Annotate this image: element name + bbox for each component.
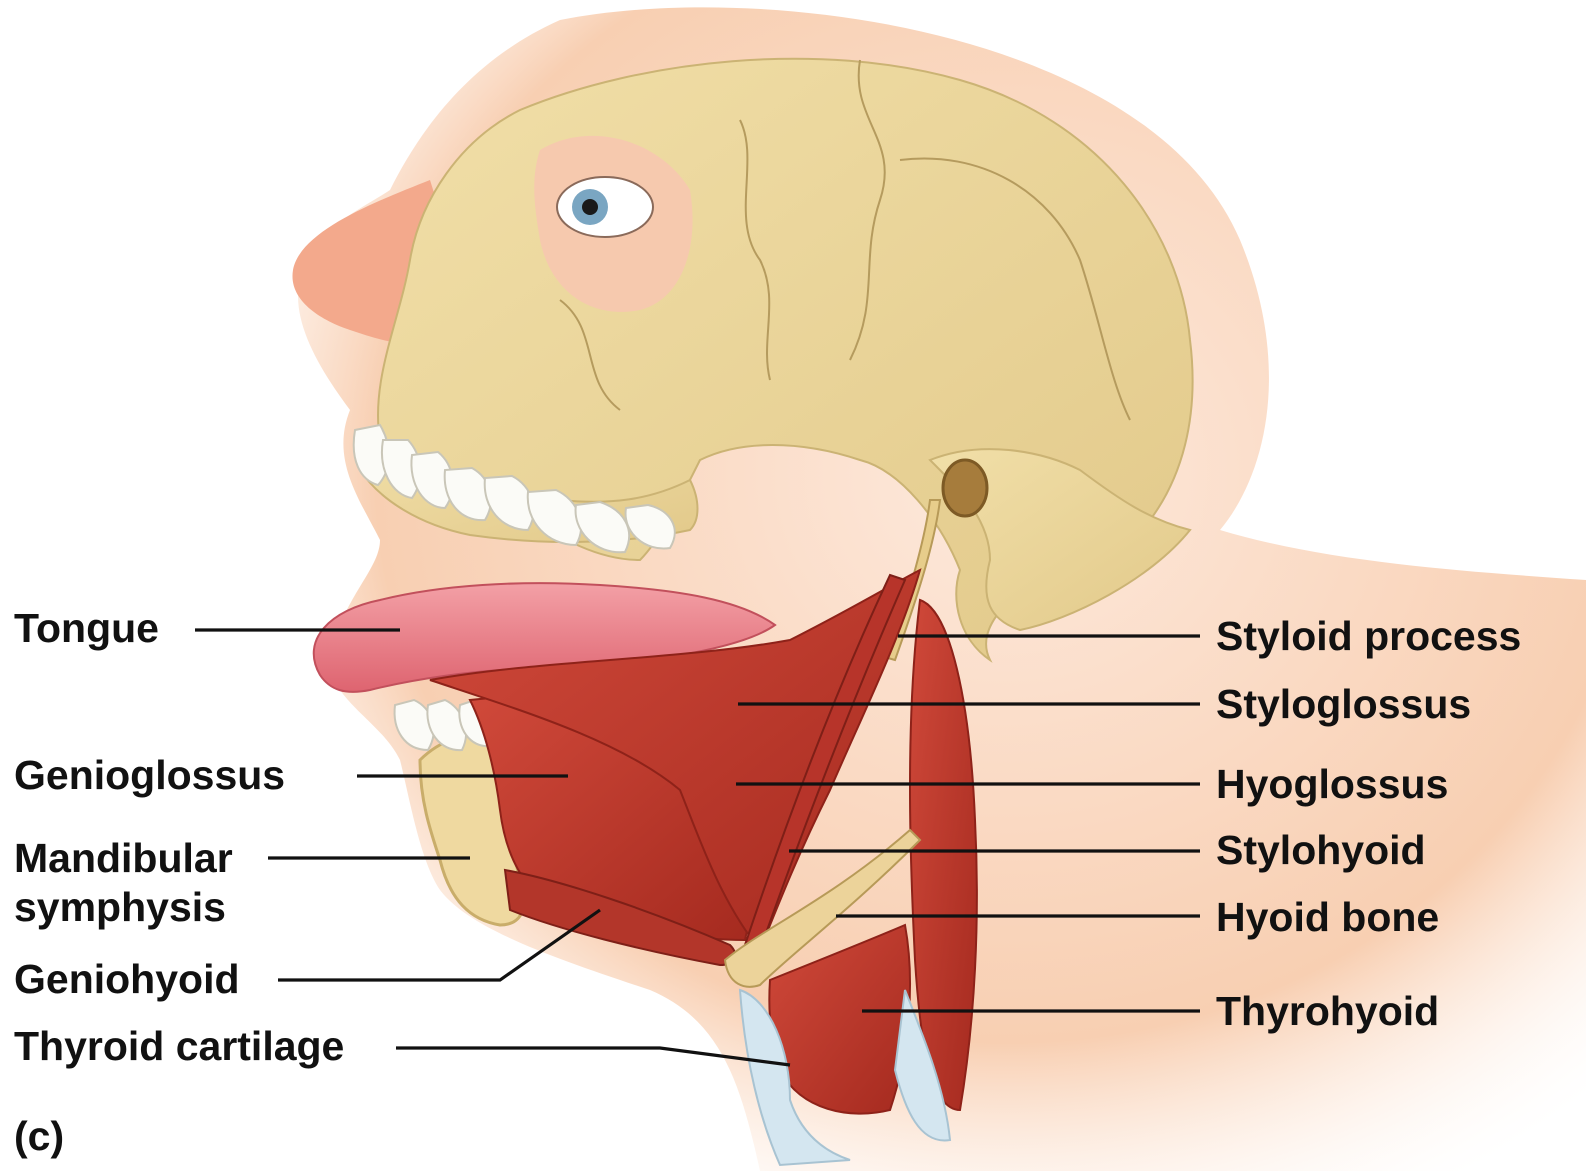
label-hyoid-bone: Hyoid bone — [1216, 893, 1439, 941]
panel-letter: (c) — [14, 1112, 64, 1160]
label-stylohyoid: Stylohyoid — [1216, 826, 1426, 874]
label-thyroid-cartilage: Thyroid cartilage — [14, 1022, 344, 1070]
label-geniohyoid: Geniohyoid — [14, 955, 240, 1003]
label-styloid-process: Styloid process — [1216, 612, 1521, 660]
external-acoustic-meatus — [943, 460, 987, 516]
label-mandibular-symphysis-line2: symphysis — [14, 883, 226, 931]
label-styloglossus: Styloglossus — [1216, 680, 1471, 728]
label-tongue: Tongue — [14, 604, 159, 652]
label-genioglossus: Genioglossus — [14, 751, 285, 799]
label-thyrohyoid: Thyrohyoid — [1216, 987, 1439, 1035]
pupil — [582, 199, 598, 215]
label-mandibular-symphysis-line1: Mandibular — [14, 834, 233, 882]
label-hyoglossus: Hyoglossus — [1216, 760, 1448, 808]
